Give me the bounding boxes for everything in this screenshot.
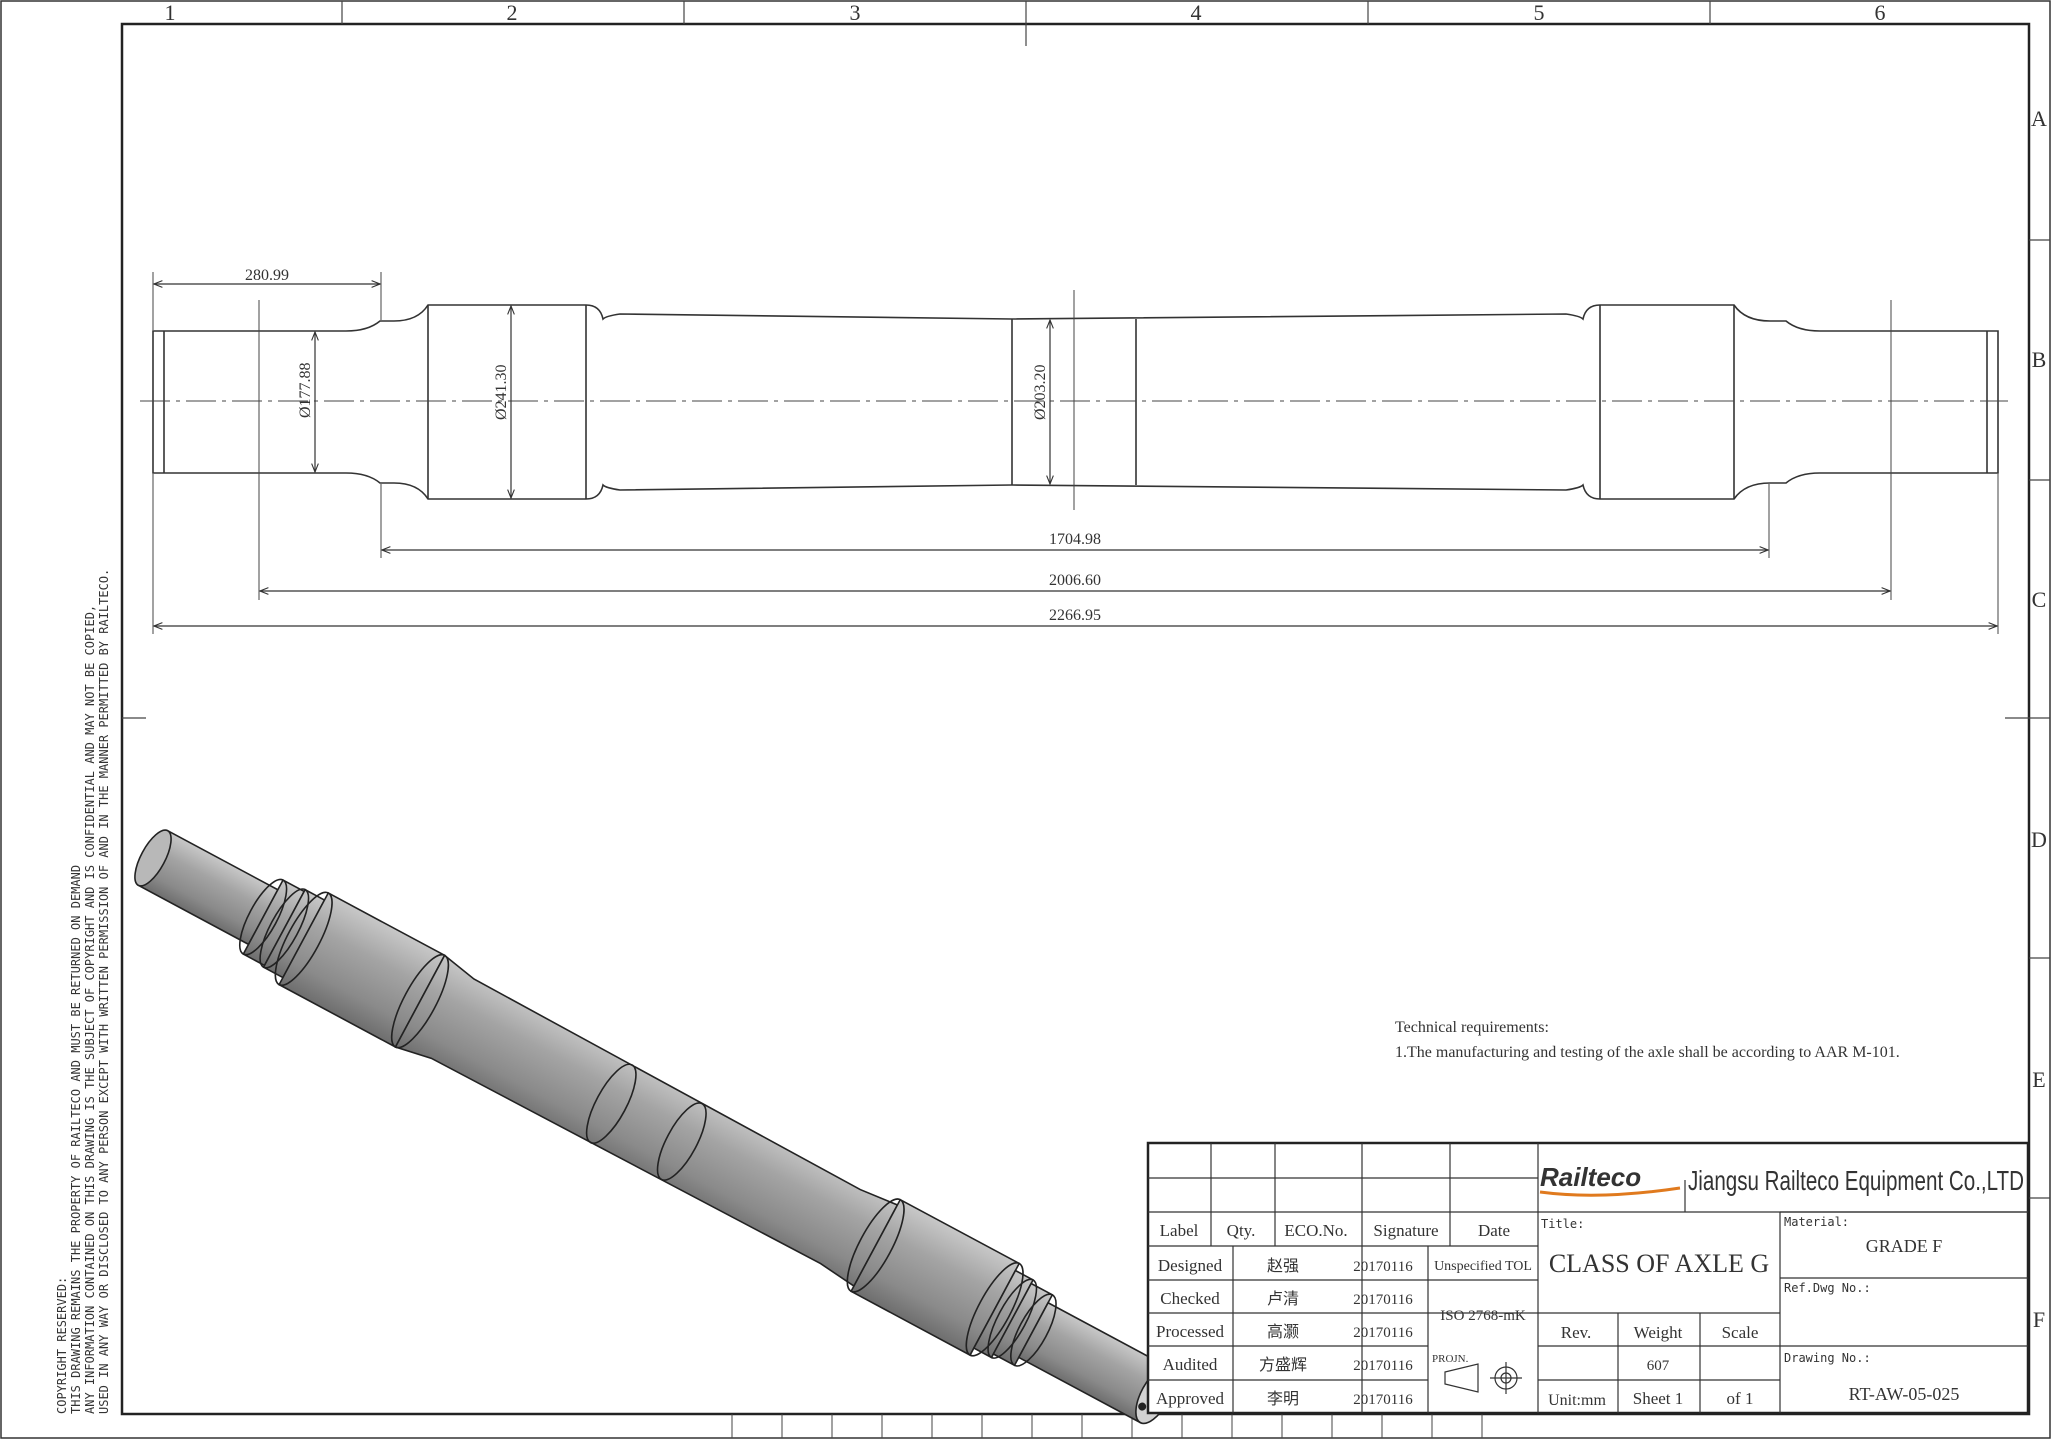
hdr-label: Label [1160, 1221, 1199, 1240]
material-label: Material: [1784, 1215, 1849, 1229]
copyright-notice: COPYRIGHT RESERVED: THIS DRAWING REMAINS… [55, 569, 111, 1414]
extension-lines [152, 272, 1999, 634]
copyright-line-2: THIS DRAWING REMAINS THE PROPERTY OF RAI… [69, 865, 83, 1414]
zone-col-1: 1 [165, 0, 176, 25]
axle-outline [152, 304, 1999, 500]
hdr-signature: Signature [1373, 1221, 1438, 1240]
iso-tolerance: ISO 2768-mK [1440, 1308, 1526, 1324]
unspecified-tol: Unspecified TOL [1434, 1259, 1532, 1274]
sheet-of: of 1 [1727, 1389, 1754, 1408]
dimension-lines [154, 284, 1997, 626]
zone-row-b: B [2032, 347, 2047, 372]
row-date-approved: 20170116 [1353, 1392, 1413, 1408]
copyright-line-3: ANY INFORMATION CONTAINED ON THIS DRAWIN… [83, 605, 97, 1414]
dim-center-dia: Ø203.20 [1032, 364, 1049, 420]
row-date-designed: 20170116 [1353, 1259, 1413, 1275]
row-name-checked: 卢清 [1267, 1290, 1299, 1308]
zone-col-4: 4 [1191, 0, 1202, 25]
zone-col-5: 5 [1534, 0, 1545, 25]
row-name-processed: 高灏 [1267, 1323, 1299, 1341]
title-block-header: Label Qty. ECO.No. Signature Date [1160, 1221, 1510, 1240]
row-zone-ticks [122, 239, 2050, 1199]
zone-row-c: C [2032, 587, 2047, 612]
column-zone-labels: 1 2 3 4 5 6 [165, 0, 1886, 25]
drawing-no-label: Drawing No.: [1784, 1351, 1871, 1365]
inner-border [120, 22, 2031, 1416]
drawing-title: CLASS OF AXLE G [1549, 1249, 1769, 1278]
material-value: GRADE F [1866, 1236, 1943, 1256]
rev-label: Rev. [1561, 1323, 1592, 1342]
title-block: Label Qty. ECO.No. Signature Date Design… [1146, 1141, 2030, 1415]
copyright-line-4: USED IN ANY WAY OR DISCLOSED TO ANY PERS… [97, 569, 111, 1414]
copyright-line-1: COPYRIGHT RESERVED: [55, 1277, 69, 1414]
logo-swoosh-icon [1539, 1186, 1681, 1197]
zone-row-e: E [2032, 1067, 2045, 1092]
dim-journal-length: 280.99 [245, 267, 289, 284]
zone-row-a: A [2031, 106, 2047, 131]
projection-label: PROJN. [1432, 1353, 1469, 1365]
ref-dwg-label: Ref.Dwg No.: [1784, 1281, 1871, 1295]
technical-requirements: Technical requirements: 1.The manufactur… [1395, 1019, 1900, 1061]
tech-req-item-1: 1.The manufacturing and testing of the a… [1395, 1044, 1900, 1061]
row-role-processed: Processed [1156, 1322, 1224, 1341]
dim-journal-dia: Ø177.88 [297, 362, 314, 418]
dim-2266: 2266.95 [1049, 607, 1101, 624]
drawing-no-value: RT-AW-05-025 [1849, 1384, 1960, 1404]
weight-label: Weight [1634, 1323, 1683, 1342]
dim-1704: 1704.98 [1049, 531, 1101, 548]
row-date-processed: 20170116 [1353, 1325, 1413, 1341]
railteco-logo: Railteco [1540, 1162, 1641, 1192]
title-label: Title: [1541, 1217, 1584, 1231]
zone-col-2: 2 [507, 0, 518, 25]
zone-row-f: F [2033, 1307, 2045, 1332]
projection-symbol-icon [1444, 1362, 1522, 1394]
axle-isometric [134, 829, 1175, 1425]
row-name-audited: 方盛辉 [1259, 1356, 1307, 1374]
row-role-approved: Approved [1156, 1389, 1224, 1408]
signature-rows: Designed 赵强 20170116 Checked 卢清 20170116… [1156, 1256, 1413, 1408]
row-role-checked: Checked [1160, 1289, 1220, 1308]
row-name-designed: 赵强 [1267, 1257, 1299, 1275]
zone-col-3: 3 [850, 0, 861, 25]
row-role-audited: Audited [1163, 1355, 1218, 1374]
scale-label: Scale [1722, 1323, 1759, 1342]
row-date-checked: 20170116 [1353, 1292, 1413, 1308]
zone-row-d: D [2031, 827, 2047, 852]
dim-wheel-seat-dia: Ø241.30 [493, 364, 510, 420]
row-name-approved: 李明 [1267, 1390, 1299, 1408]
hdr-date: Date [1478, 1221, 1510, 1240]
tech-req-heading: Technical requirements: [1395, 1019, 1549, 1036]
weight-value: 607 [1647, 1358, 1670, 1374]
dim-2006: 2006.60 [1049, 572, 1101, 589]
hdr-qty: Qty. [1227, 1221, 1256, 1240]
title-block-grid [1148, 1143, 2028, 1413]
sheet-number: Sheet 1 [1633, 1389, 1684, 1408]
bottom-ruler [731, 1414, 1483, 1438]
hdr-eco: ECO.No. [1284, 1221, 1347, 1240]
company-name: Jiangsu Railteco Equipment Co.,LTD [1688, 1165, 2024, 1196]
row-zone-labels: A B C D E F [2031, 106, 2047, 1332]
column-zone-ticks [341, 1, 1711, 46]
row-date-audited: 20170116 [1353, 1358, 1413, 1374]
dimension-labels: 280.99 1704.98 2006.60 2266.95 Ø177.88 Ø… [245, 267, 1101, 624]
zone-col-6: 6 [1875, 0, 1886, 25]
axle-elevation [152, 304, 1999, 500]
row-role-designed: Designed [1158, 1256, 1223, 1275]
unit-label: Unit:mm [1548, 1392, 1606, 1409]
rev-weight-scale: Rev. Weight Scale 607 Unit:mm Sheet 1 of… [1548, 1323, 1758, 1409]
